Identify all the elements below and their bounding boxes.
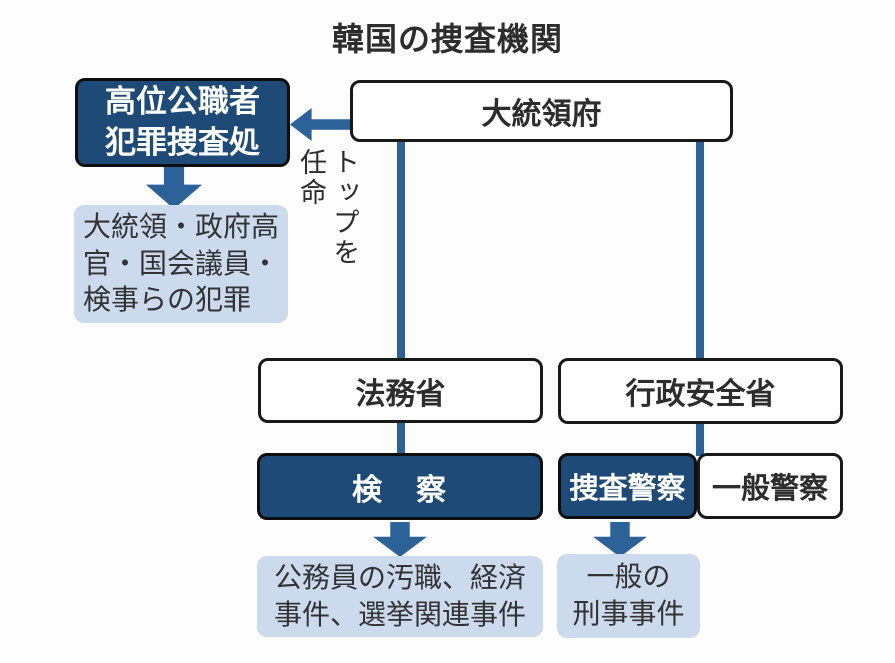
- connector-line-justice: [397, 140, 405, 456]
- box-presidential-office: 大統領府: [350, 80, 733, 142]
- box-police-scope: 一般の 刑事事件: [557, 554, 700, 638]
- down-arrow-icon-prosecution: [373, 522, 427, 557]
- box-prosecution-scope: 公務員の汚職、経済 事件、選挙関連事件: [257, 556, 543, 637]
- box-justice-ministry: 法務省: [258, 358, 543, 423]
- box-cio-scope: 大統領・政府高 官・国会議員・ 検事らの犯罪: [74, 205, 288, 323]
- down-arrow-icon-cio: [146, 167, 202, 209]
- box-investigative-police: 捜査警察: [558, 453, 697, 519]
- box-general-police: 一般警察: [697, 453, 843, 519]
- connector-line-interior: [696, 140, 704, 456]
- diagram-title: 韓国の捜査機関: [331, 21, 563, 57]
- appointment-note: トップを 任命: [296, 148, 359, 268]
- left-arrow-icon: [290, 108, 350, 141]
- box-interior-ministry: 行政安全省: [558, 358, 843, 424]
- box-cio: 高位公職者 犯罪捜査処: [75, 78, 290, 167]
- box-prosecution: 検 察: [257, 453, 543, 520]
- down-arrow-icon-police: [593, 522, 647, 557]
